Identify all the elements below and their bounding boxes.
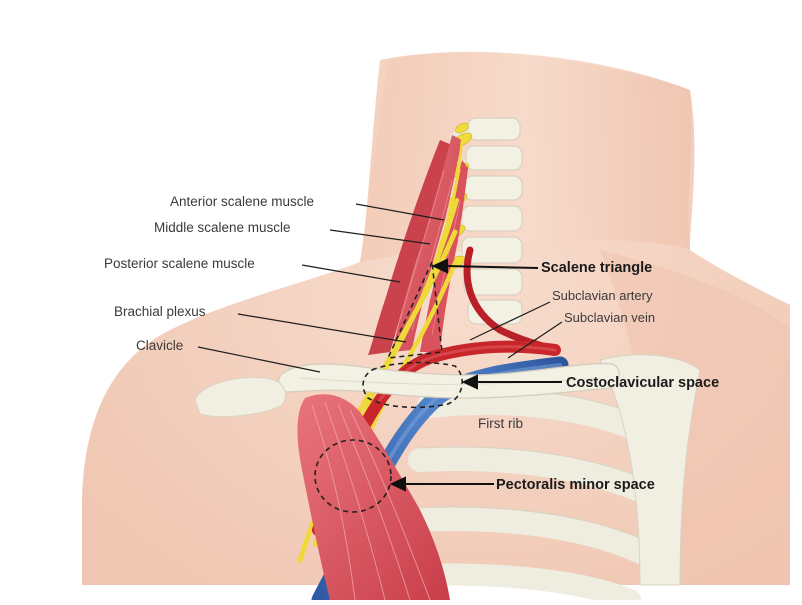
label-subclavian-artery: Subclavian artery [552,288,653,303]
label-middle-scalene: Middle scalene muscle [154,220,291,235]
label-posterior-scalene: Posterior scalene muscle [104,256,255,271]
label-clavicle: Clavicle [136,338,183,353]
label-anterior-scalene: Anterior scalene muscle [170,194,314,209]
label-scalene-triangle: Scalene triangle [541,260,652,276]
label-brachial-plexus: Brachial plexus [114,304,206,319]
label-subclavian-vein: Subclavian vein [564,310,655,325]
label-pectoralis-minor-space: Pectoralis minor space [496,477,655,493]
label-costoclavicular-space: Costoclavicular space [566,375,719,391]
label-first-rib: First rib [478,416,523,431]
